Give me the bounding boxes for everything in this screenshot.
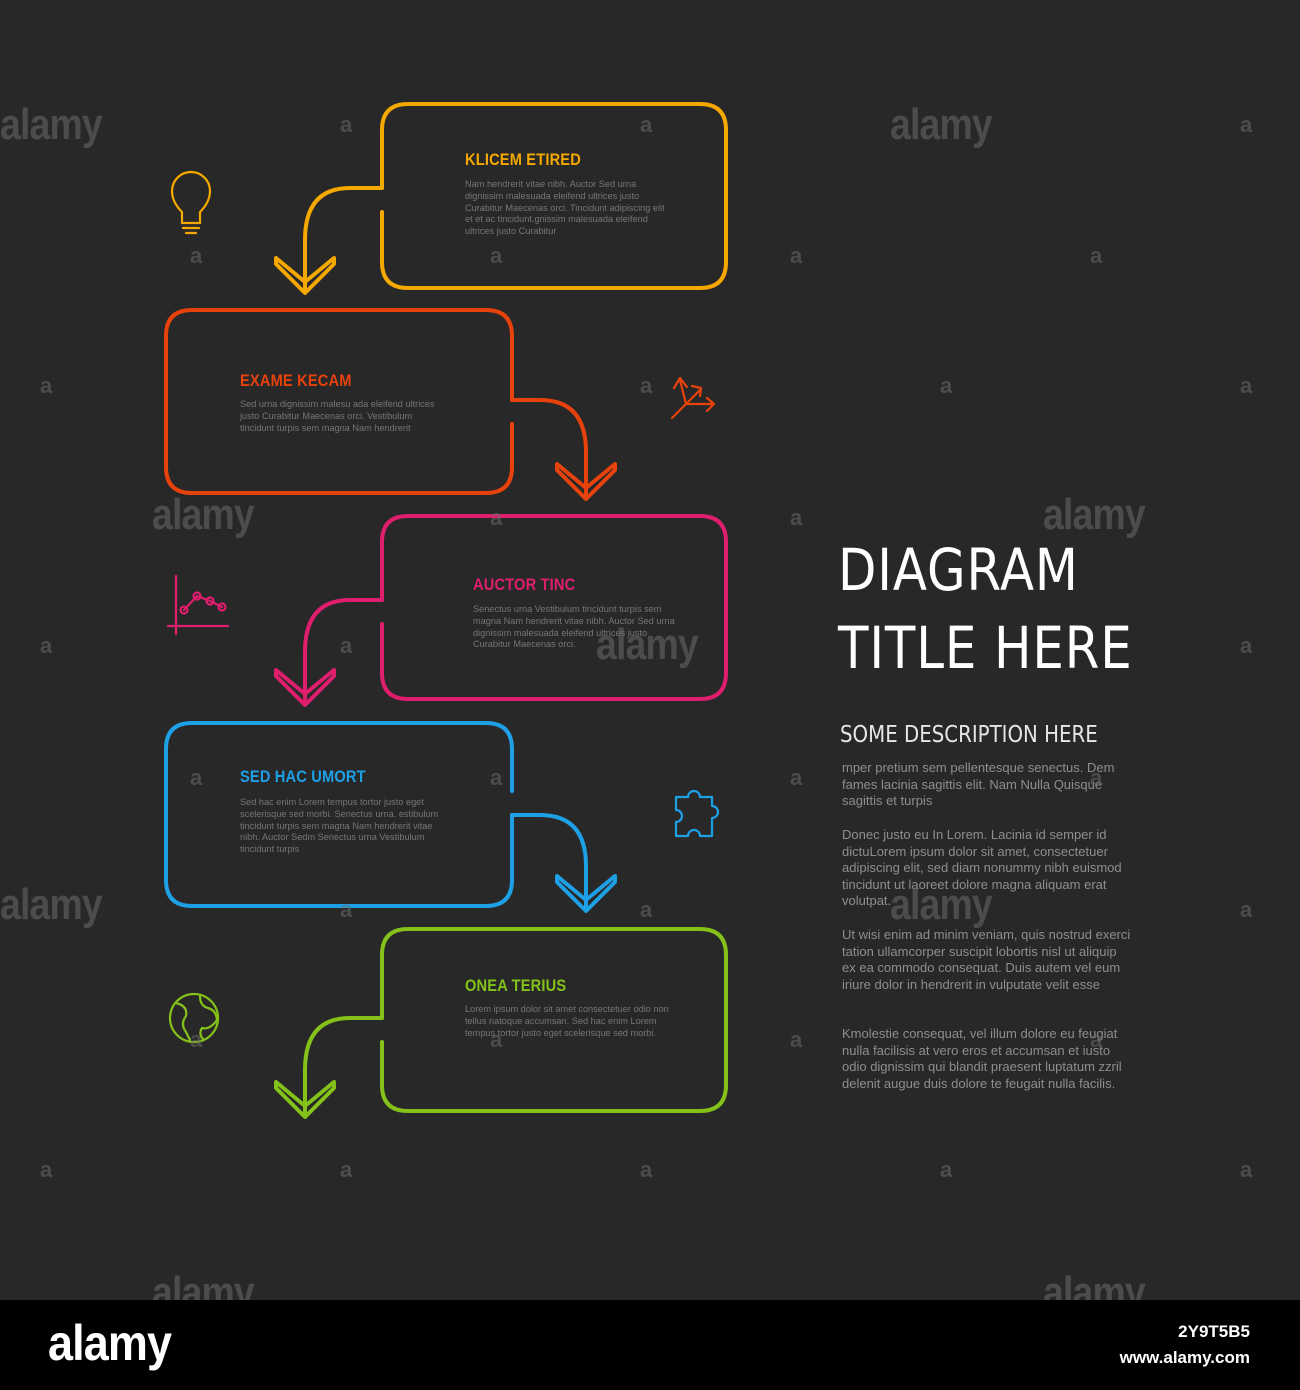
step-title: AUCTOR TINC xyxy=(473,575,576,594)
watermark: alamy xyxy=(890,100,993,149)
watermark-mark: a xyxy=(490,1027,503,1052)
watermark: alamy xyxy=(596,620,699,669)
watermark-mark: a xyxy=(640,897,653,922)
step-title: ONEA TERIUS xyxy=(465,976,567,995)
step-text: Senectus urna Vestibulum tincidunt turpi… xyxy=(473,604,675,650)
watermark: alamy xyxy=(1043,490,1146,539)
step-text: Nam hendrerit vitae nibh. Auctor Sed urn… xyxy=(465,179,665,237)
watermark-mark: a xyxy=(1240,633,1253,658)
watermark-mark: a xyxy=(490,505,503,530)
watermark-mark: a xyxy=(1090,243,1103,268)
title-line-2: TITLE HERE xyxy=(838,614,1133,682)
watermark: alamy xyxy=(0,880,103,929)
watermark-mark: a xyxy=(790,765,803,790)
watermark-mark: a xyxy=(790,243,803,268)
description-paragraph: Donec justo eu In Lorem. Lacinia id semp… xyxy=(842,827,1122,909)
watermark-mark: a xyxy=(190,765,203,790)
watermark: alamy xyxy=(890,880,993,929)
footer-bar: alamy 2Y9T5B5 www.alamy.com xyxy=(0,1300,1300,1390)
watermark-mark: a xyxy=(1240,112,1253,137)
globe-icon xyxy=(168,992,220,1044)
description-paragraph: mper pretium sem pellentesque senectus. … xyxy=(842,760,1115,809)
watermark-mark: a xyxy=(40,373,53,398)
watermark-mark: a xyxy=(40,633,53,658)
watermark-mark: a xyxy=(490,765,503,790)
watermark-mark: a xyxy=(790,1027,803,1052)
watermark-mark: a xyxy=(190,243,203,268)
watermark-mark: a xyxy=(640,373,653,398)
description-paragraph: Kmolestie consequat, vel illum dolore eu… xyxy=(842,1026,1122,1091)
watermark-mark: a xyxy=(340,897,353,922)
puzzle-icon xyxy=(674,789,720,838)
step-text: Sed urna dignissim malesu ada eleifend u… xyxy=(240,399,435,433)
flow-diagram xyxy=(164,102,728,1119)
step-title: EXAME KECAM xyxy=(240,371,352,390)
watermark-mark: a xyxy=(940,373,953,398)
watermark-mark: a xyxy=(1240,373,1253,398)
step-4-shape xyxy=(164,721,617,913)
arrows-split-icon xyxy=(670,376,716,420)
watermark-mark: a xyxy=(940,1157,953,1182)
watermark-mark: a xyxy=(40,1157,53,1182)
lightbulb-icon xyxy=(170,170,212,235)
watermark-mark: a xyxy=(490,243,503,268)
watermark-mark: a xyxy=(640,1157,653,1182)
footer-url: www.alamy.com xyxy=(1119,1348,1250,1367)
footer-logo: alamy xyxy=(48,1315,172,1371)
step-3-shape xyxy=(274,514,728,707)
watermark-mark: a xyxy=(340,112,353,137)
watermark-mark: a xyxy=(340,1157,353,1182)
watermark-mark: a xyxy=(340,633,353,658)
watermark-mark: a xyxy=(1090,765,1103,790)
image-id: 2Y9T5B5 xyxy=(1178,1322,1250,1341)
watermark-mark: a xyxy=(1090,1027,1103,1052)
watermark-mark: a xyxy=(1240,1157,1253,1182)
subtitle: SOME DESCRIPTION HERE xyxy=(840,722,1098,748)
watermark-mark: a xyxy=(190,1027,203,1052)
step-text: Lorem ipsum dolor sit amet consectetuer … xyxy=(465,1004,669,1038)
description-paragraph: Ut wisi enim ad minim veniam, quis nostr… xyxy=(842,927,1131,992)
title-line-1: DIAGRAM xyxy=(838,536,1079,604)
step-2-shape xyxy=(164,308,617,501)
line-chart-icon xyxy=(166,574,230,636)
step-title: KLICEM ETIRED xyxy=(465,150,581,169)
step-1-shape xyxy=(274,102,728,295)
step-5-shape xyxy=(274,927,728,1119)
watermark: alamy xyxy=(152,490,255,539)
watermark-mark: a xyxy=(1240,897,1253,922)
watermark: alamy xyxy=(0,100,103,149)
watermark-mark: a xyxy=(790,505,803,530)
step-text: Sed hac enim Lorem tempus tortor justo e… xyxy=(240,797,439,855)
watermark-mark: a xyxy=(640,112,653,137)
step-title: SED HAC UMORT xyxy=(240,767,366,786)
